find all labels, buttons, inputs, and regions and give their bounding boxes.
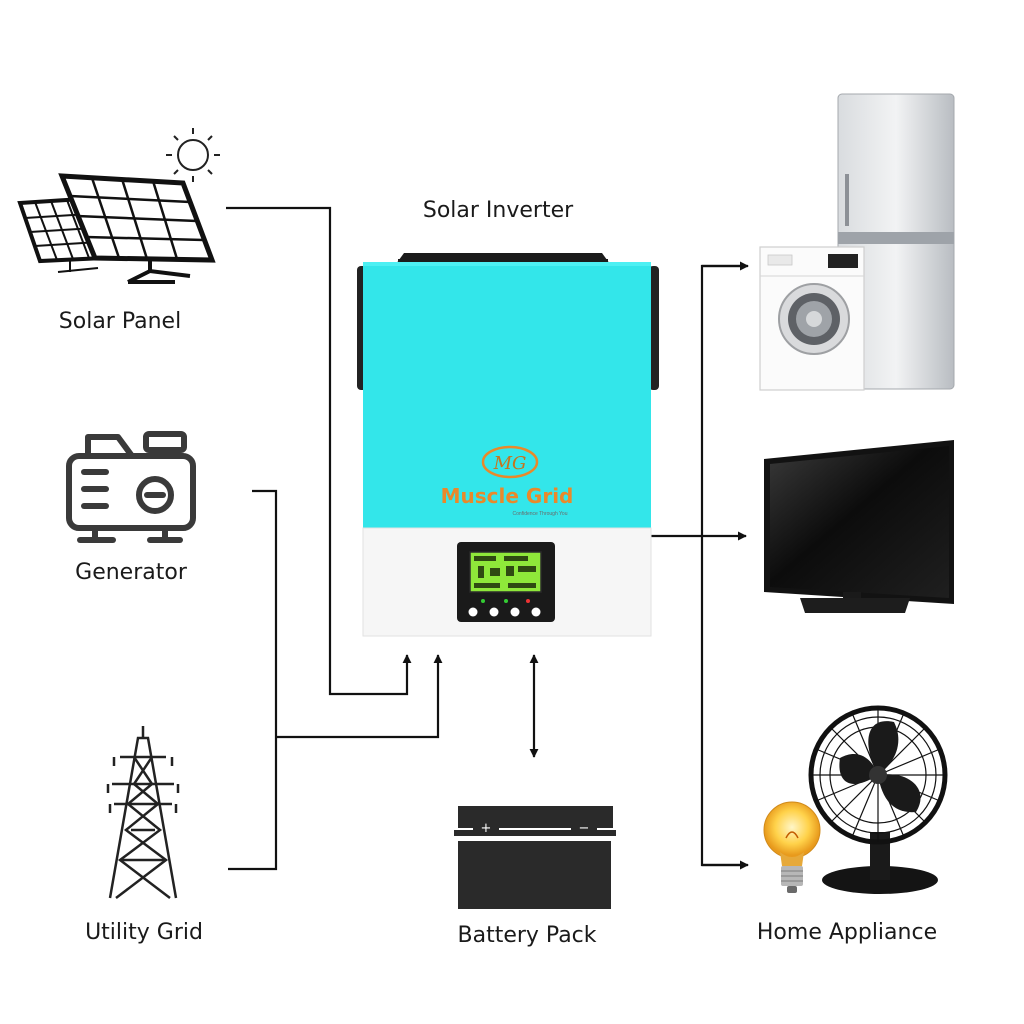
- lcd-buttons: [468, 607, 541, 617]
- grid-to-inverter-line: [276, 654, 443, 739]
- battery-plus: +: [481, 821, 492, 836]
- generator-line: [228, 489, 278, 871]
- lcd-display: [457, 542, 555, 622]
- generator-icon: [66, 431, 196, 543]
- battery-pack-icon: + −: [454, 806, 616, 909]
- transmission-tower-icon: [106, 726, 180, 899]
- label-home-appliance: Home Appliance: [756, 920, 938, 945]
- sun-icon: [166, 128, 220, 182]
- light-bulb-icon: [763, 801, 821, 893]
- battery-minus: −: [579, 821, 590, 836]
- solar-panel-icon: [17, 128, 220, 284]
- label-solar-panel: Solar Panel: [58, 309, 182, 334]
- inverter-body: [363, 262, 651, 528]
- output-bus-line: [700, 264, 746, 867]
- desk-fan-icon: [808, 705, 948, 894]
- muscle-grid-logo: MG Muscle Grid Confidence Through You: [441, 445, 574, 517]
- solar-inverter-device: MG Muscle Grid Confidence Through You: [357, 253, 659, 637]
- brand-tagline: Confidence Through You: [513, 511, 568, 517]
- washing-machine-icon: [759, 246, 865, 391]
- solar-to-inverter-line: [226, 206, 412, 696]
- connection-lines: [226, 206, 749, 871]
- logo-letters: MG: [493, 453, 527, 474]
- label-generator: Generator: [75, 560, 187, 585]
- label-battery-pack: Battery Pack: [457, 923, 597, 948]
- brand-name: Muscle Grid: [441, 484, 574, 508]
- label-solar-inverter: Solar Inverter: [422, 198, 574, 223]
- label-utility-grid: Utility Grid: [85, 920, 203, 945]
- television-icon: [764, 440, 954, 613]
